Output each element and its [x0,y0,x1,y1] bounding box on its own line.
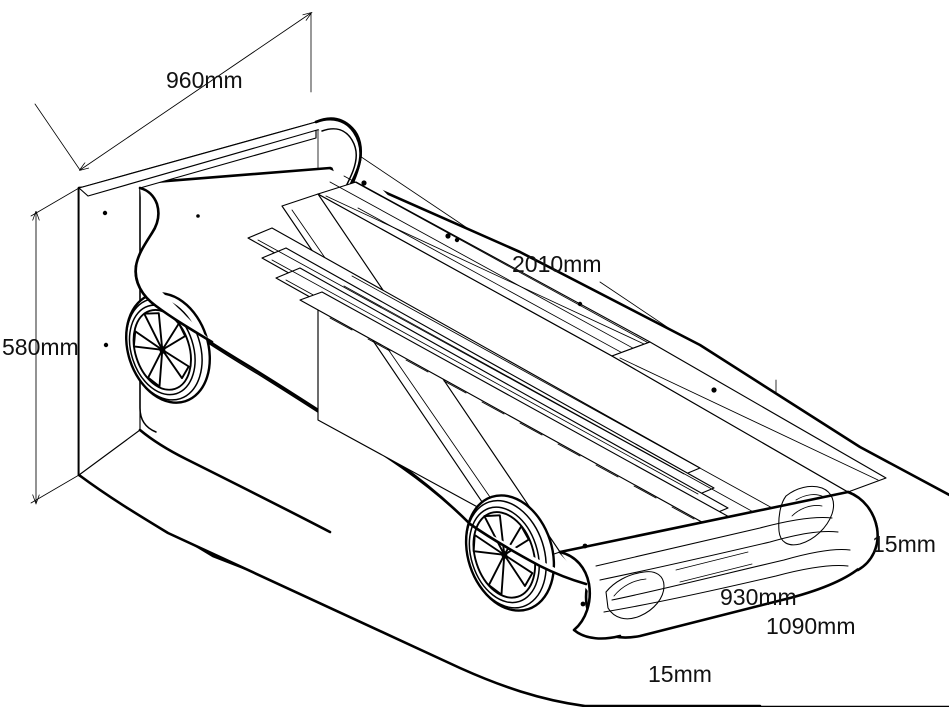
rear-wheel-arch-overlay [134,264,214,344]
slat-rungs [329,317,695,520]
right-long-rail [611,341,887,493]
rear-wheel [125,292,211,404]
dim-label-960: 960mm [166,67,243,93]
front-wheel-arch-overlay [468,522,588,586]
dim-label-15-right: 15mm [872,531,936,557]
dim-label-2010: 2010mm [512,251,601,277]
headlight-right-cutout [778,485,835,546]
headlight-left-cutout [605,571,665,620]
dim-label-930: 930mm [720,584,797,610]
front-bumper-assembly [558,485,879,640]
dim-960-group [34,13,311,170]
dim-label-1090: 1090mm [766,613,855,639]
slatted-bed-base [247,175,887,565]
dim-label-580: 580mm [2,334,79,360]
dim-label-15-left: 15mm [648,661,712,687]
rear-wheel-spokes [132,312,190,388]
fixing-holes [102,180,717,607]
headboard-inner-face [139,187,157,433]
front-right-corner [846,490,879,572]
rear-body-lower-curve [138,428,332,534]
front-wheel [464,494,556,612]
car-bed-assembly [77,117,949,707]
dimension-labels-group: 960mm 580mm 2010mm 15mm 930mm 1090mm 15m… [2,67,936,687]
dim-580-group [30,187,80,503]
front-wheel-spokes [472,514,534,596]
front-left-corner [558,550,622,640]
